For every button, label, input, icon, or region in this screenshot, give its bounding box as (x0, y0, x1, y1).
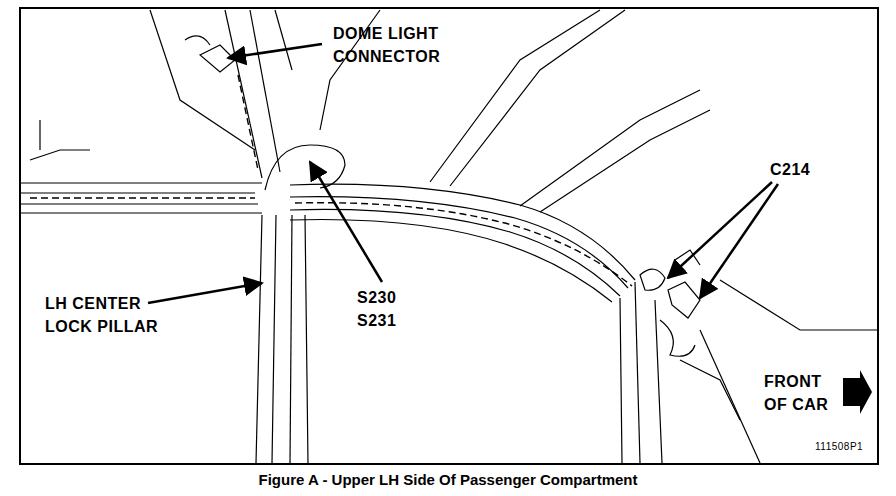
figure-number: 111508P1 (815, 441, 863, 453)
connector-label: DOME LIGHT CONNECTOR (333, 22, 440, 68)
figure-caption: Figure A - Upper LH Side Of Passenger Co… (0, 471, 896, 488)
part-label: LH CENTER LOCK PILLAR (45, 292, 163, 338)
body-structure (20, 10, 878, 463)
splice-label: S231 (357, 309, 396, 332)
leader-arrows (148, 44, 778, 303)
frame (20, 8, 878, 464)
wire-harness (30, 75, 632, 286)
connector-label: C214 (770, 158, 810, 181)
direction-arrow (843, 370, 872, 414)
direction-label: FRONT OF CAR (764, 370, 838, 416)
splice-label: S230 (357, 286, 396, 309)
